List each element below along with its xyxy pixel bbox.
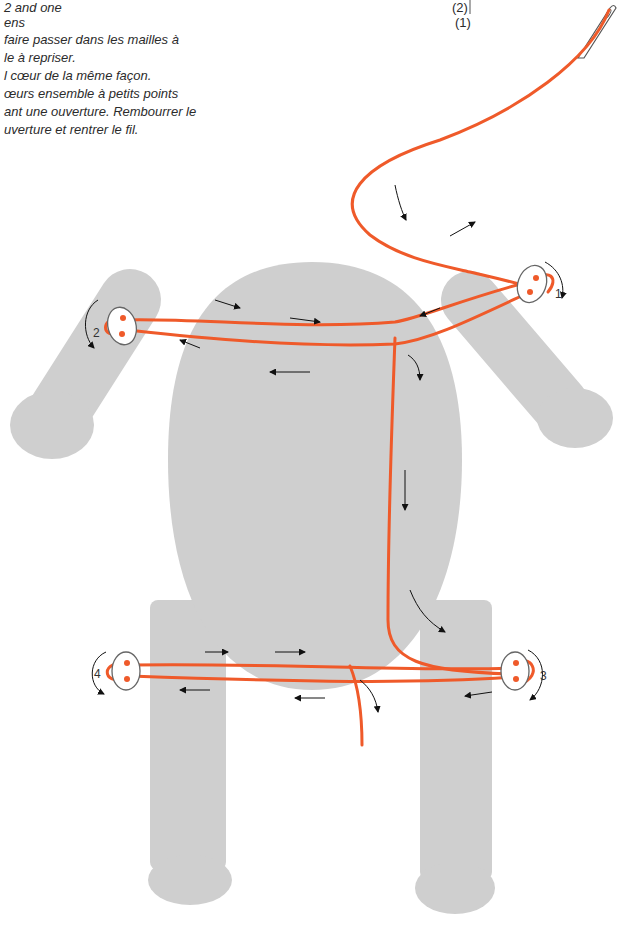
button (104, 261, 552, 690)
instruction-text: (2) (452, 0, 468, 16)
callout-number: 3 (540, 668, 547, 684)
instruction-text: le à repriser. (4, 50, 76, 66)
instruction-text: ens (4, 15, 25, 31)
doll-body (10, 262, 613, 914)
instruction-text: 2 and one (4, 0, 62, 16)
thread (106, 10, 610, 745)
instruction-text: l cœur de la même façon. (4, 68, 151, 84)
direction-arrow (85, 185, 562, 712)
callout-number: 4 (94, 666, 101, 682)
rule-mark (470, 0, 471, 14)
instruction-text: ant une ouverture. Rembourrer le (4, 104, 196, 120)
callout-number: 2 (93, 325, 100, 341)
instruction-text: faire passer dans les mailles à (4, 32, 179, 48)
callout-number: 1 (555, 286, 562, 302)
instruction-text: œurs ensemble à petits points (4, 86, 178, 102)
instruction-text: (1) (455, 15, 471, 31)
instruction-text: uverture et rentrer le fil. (4, 122, 138, 138)
button-hole (119, 275, 539, 682)
